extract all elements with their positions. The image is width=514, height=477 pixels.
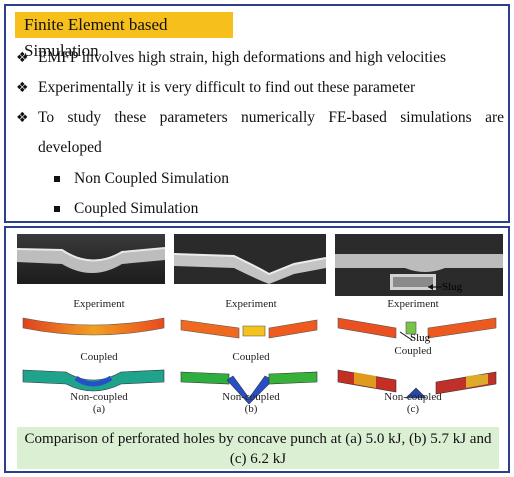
coupled-label-b: Coupled — [232, 351, 270, 363]
experiment-photo-a — [17, 234, 165, 284]
experiment-photo-b — [174, 234, 326, 284]
experiment-label-b: Experiment — [225, 298, 277, 310]
coupled-sim-a — [22, 317, 165, 336]
slug-pointer-icon — [399, 331, 413, 341]
sub-bullet-2: Coupled Simulation — [54, 200, 198, 218]
coupled-label-a: Coupled — [80, 351, 118, 363]
panel-label-c: (c) — [406, 403, 420, 415]
figure-caption: Comparison of perforated holes by concav… — [17, 427, 499, 469]
square-bullet-icon — [54, 206, 60, 213]
coupled-sim-c — [337, 317, 497, 339]
noncoupled-label-c: Non-coupled — [384, 391, 442, 403]
sub-bullet-1: Non Coupled Simulation — [54, 170, 229, 188]
diamond-bullet-icon: ❖ — [16, 50, 29, 66]
noncoupled-sim-a — [22, 369, 165, 392]
diamond-bullet-icon: ❖ — [16, 110, 29, 126]
slug-label-photo: Slug — [442, 281, 463, 293]
square-bullet-icon — [54, 176, 60, 183]
slide-title: Finite Element based Simulation — [15, 12, 233, 60]
noncoupled-label-b: Non-coupled — [222, 391, 280, 403]
panel-label-a: (a) — [92, 403, 106, 415]
experiment-label-c: Experiment — [387, 298, 439, 310]
noncoupled-sim-c — [337, 369, 497, 399]
slug-label-sim: Slug — [410, 332, 431, 344]
bullet-3-continuation: developed — [38, 139, 102, 156]
noncoupled-label-a: Non-coupled — [70, 391, 128, 403]
coupled-label-c: Coupled — [394, 345, 432, 357]
experiment-photo-c — [335, 234, 503, 296]
text-panel: Finite Element based Simulation ❖ EMFP i… — [4, 4, 510, 223]
diamond-bullet-icon: ❖ — [16, 80, 29, 96]
slug-arrow-icon — [428, 284, 442, 290]
noncoupled-sim-b — [180, 371, 318, 404]
figure-panel: Slug Experiment Experiment Experiment Sl… — [4, 226, 510, 473]
panel-label-b: (b) — [244, 403, 258, 415]
coupled-sim-b — [180, 319, 318, 339]
experiment-label-a: Experiment — [73, 298, 125, 310]
